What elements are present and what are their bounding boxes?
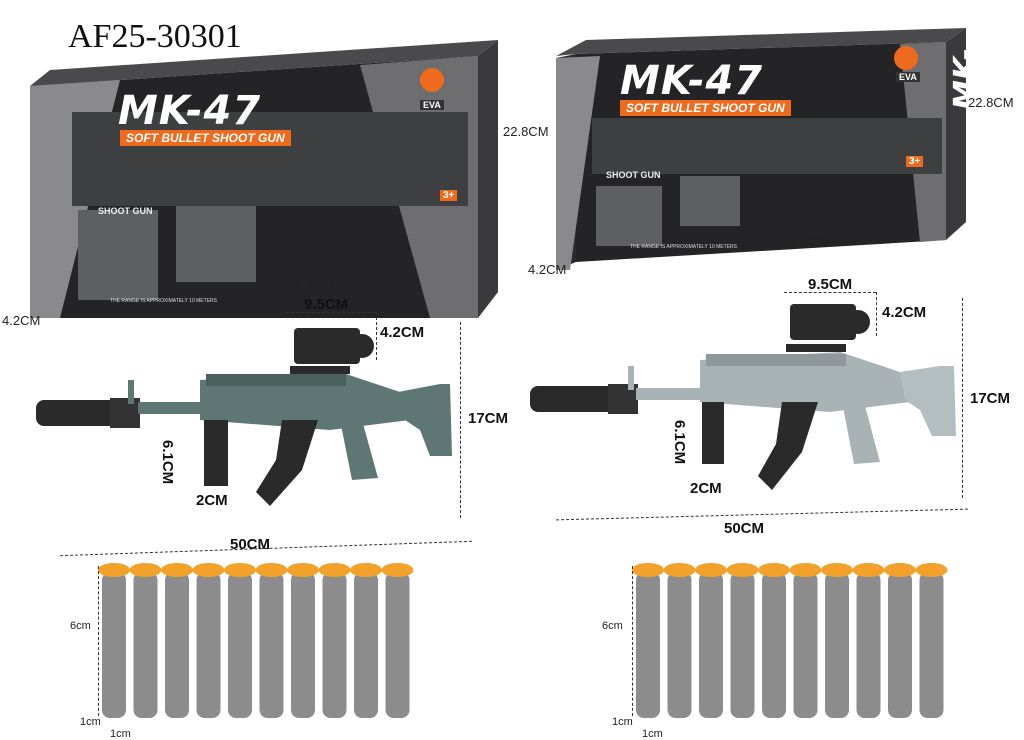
- gun-right-scope-height-dim: 4.2CM: [882, 304, 927, 321]
- dim-line: [460, 322, 461, 518]
- foam-dart: [350, 563, 382, 718]
- gun-right-length-dim: 50CM: [724, 520, 765, 537]
- box-right-depth-dim: 4.2CM: [528, 262, 567, 277]
- gun-left-height-dim: 17CM: [468, 410, 509, 427]
- box-right-shoot-gun-label: SHOOT GUN: [606, 170, 661, 180]
- gun-left-grip-width-dim: 2CM: [196, 492, 228, 509]
- foam-dart: [695, 563, 727, 718]
- darts-left-depth-dim: 1cm: [110, 728, 131, 740]
- dim-line: [876, 292, 877, 336]
- darts-left-length-dim: 6cm: [70, 620, 91, 632]
- box-left-shoot-gun-label: SHOOT GUN: [98, 206, 153, 216]
- box-right-height-dim: 22.8CM: [968, 95, 1014, 110]
- foam-dart: [726, 563, 759, 718]
- foam-dart: [852, 563, 885, 718]
- foam-dart: [255, 563, 288, 718]
- darts-left-width-dim: 1cm: [80, 716, 101, 728]
- foam-dart: [98, 563, 130, 718]
- box-right-range-note: THE RANGE IS APPROXIMATELY 10 METERS: [630, 244, 737, 250]
- dim-line: [962, 298, 963, 498]
- box-left-title: MK-47: [118, 88, 262, 134]
- foam-dart: [758, 563, 790, 718]
- box-right-age-label: 3+: [906, 156, 924, 167]
- foam-dart: [192, 563, 225, 718]
- foam-dart: [381, 563, 414, 718]
- box-left-subtitle: SOFT BULLET SHOOT GUN: [120, 130, 291, 146]
- foam-dart: [161, 563, 193, 718]
- box-left-height-dim: 22.8CM: [503, 124, 549, 139]
- gun-right-grip-width-dim: 2CM: [690, 480, 722, 497]
- darts-right-width-dim: 1cm: [612, 716, 633, 728]
- box-right-subtitle: SOFT BULLET SHOOT GUN: [620, 100, 791, 116]
- foam-dart: [287, 563, 319, 718]
- foam-dart: [129, 563, 162, 718]
- foam-dart: [884, 563, 916, 718]
- foam-dart: [318, 563, 351, 718]
- box-left-width-dim: 55.3CM: [288, 276, 334, 291]
- foam-dart: [663, 563, 696, 718]
- box-left-age-label: 3+: [440, 190, 458, 201]
- foam-dart: [632, 563, 664, 718]
- gun-right-height-dim: 17CM: [970, 390, 1011, 407]
- box-right-title: MK-47: [620, 58, 764, 104]
- darts-right-depth-dim: 1cm: [642, 728, 663, 740]
- foam-dart: [915, 563, 948, 718]
- gun-left-scope-height-dim: 4.2CM: [380, 324, 425, 341]
- product-code: AF25-30301: [68, 18, 242, 55]
- gun-left-scope-width-dim: 9.5CM: [304, 296, 349, 313]
- dim-line: [632, 566, 633, 716]
- box-right-eva-label: EVA: [896, 72, 920, 82]
- dim-line: [784, 292, 876, 293]
- box-left-range-note: THE RANGE IS APPROXIMATELY 10 METERS: [110, 298, 217, 304]
- foam-dart: [821, 563, 853, 718]
- foam-dart: [224, 563, 256, 718]
- box-left-depth-dim: 4.2CM: [2, 313, 41, 328]
- dim-line: [376, 312, 377, 360]
- gun-left-length-dim: 50CM: [230, 536, 271, 553]
- box-left-eva-label: EVA: [420, 100, 444, 110]
- gun-right-scope-width-dim: 9.5CM: [808, 276, 853, 293]
- darts-right-length-dim: 6cm: [602, 620, 623, 632]
- foam-dart: [789, 563, 822, 718]
- dim-line: [98, 566, 99, 716]
- box-right-width-dim: 55.3CM: [784, 234, 830, 249]
- dim-line: [286, 312, 376, 313]
